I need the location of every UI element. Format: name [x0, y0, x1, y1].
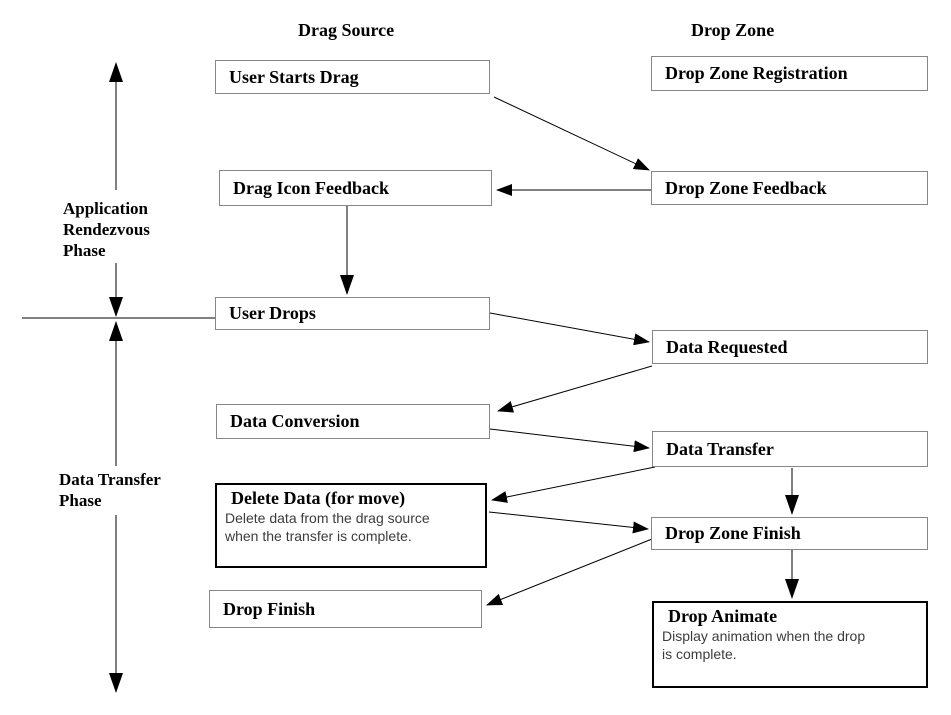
node-drop-zone-finish: Drop Zone Finish [651, 517, 928, 550]
node-user-drops: User Drops [215, 297, 490, 330]
node-drag-icon-feedback: Drag Icon Feedback [219, 170, 492, 206]
node-drop-animate: Drop Animate Display animation when the … [652, 601, 928, 688]
node-drop-zone-finish-label: Drop Zone Finish [665, 523, 801, 543]
phase-label-application-rendezvous: Application Rendezvous Phase [63, 199, 150, 260]
node-drop-zone-registration-label: Drop Zone Registration [665, 63, 848, 83]
node-data-transfer: Data Transfer [652, 431, 928, 467]
phase-label-data-transfer: Data Transfer Phase [59, 470, 161, 510]
node-drop-animate-label: Drop Animate [668, 606, 778, 626]
node-user-starts-drag: User Starts Drag [215, 60, 490, 94]
node-drop-animate-description: Display animation when the drop is compl… [662, 628, 866, 662]
node-user-drops-label: User Drops [229, 303, 316, 323]
node-drop-finish-label: Drop Finish [223, 598, 316, 619]
node-drop-zone-feedback-label: Drop Zone Feedback [665, 177, 827, 198]
node-delete-data-label: Delete Data (for move) [231, 488, 406, 508]
node-data-conversion: Data Conversion [216, 404, 490, 439]
edge-delete-data-to-drop-zone-finish [488, 511, 649, 534]
node-user-starts-drag-label: User Starts Drag [229, 66, 359, 87]
column-header-drag-source: Drag Source [298, 20, 395, 40]
node-drop-zone-feedback: Drop Zone Feedback [651, 171, 928, 205]
edge-data-requested-to-data-conversion [497, 365, 653, 413]
edge-user-starts-drag-to-drop-zone-feedback [493, 96, 650, 171]
edge-data-transfer-to-delete-data [491, 466, 656, 503]
node-data-requested-label: Data Requested [666, 336, 788, 357]
node-drop-finish: Drop Finish [209, 590, 482, 628]
edge-data-conversion-to-data-transfer [489, 428, 650, 453]
node-data-conversion-label: Data Conversion [230, 411, 360, 431]
column-header-drop-zone: Drop Zone [691, 20, 775, 40]
node-data-requested: Data Requested [652, 330, 928, 364]
edge-user-drops-to-data-requested [489, 312, 650, 346]
node-drag-icon-feedback-label: Drag Icon Feedback [233, 177, 389, 198]
node-delete-data: Delete Data (for move) Delete data from … [215, 483, 487, 568]
edge-drop-zone-finish-to-drop-finish [486, 538, 653, 606]
node-delete-data-description: Delete data from the drag source when th… [225, 510, 430, 544]
node-drop-zone-registration: Drop Zone Registration [651, 56, 928, 91]
node-data-transfer-label: Data Transfer [666, 438, 774, 459]
